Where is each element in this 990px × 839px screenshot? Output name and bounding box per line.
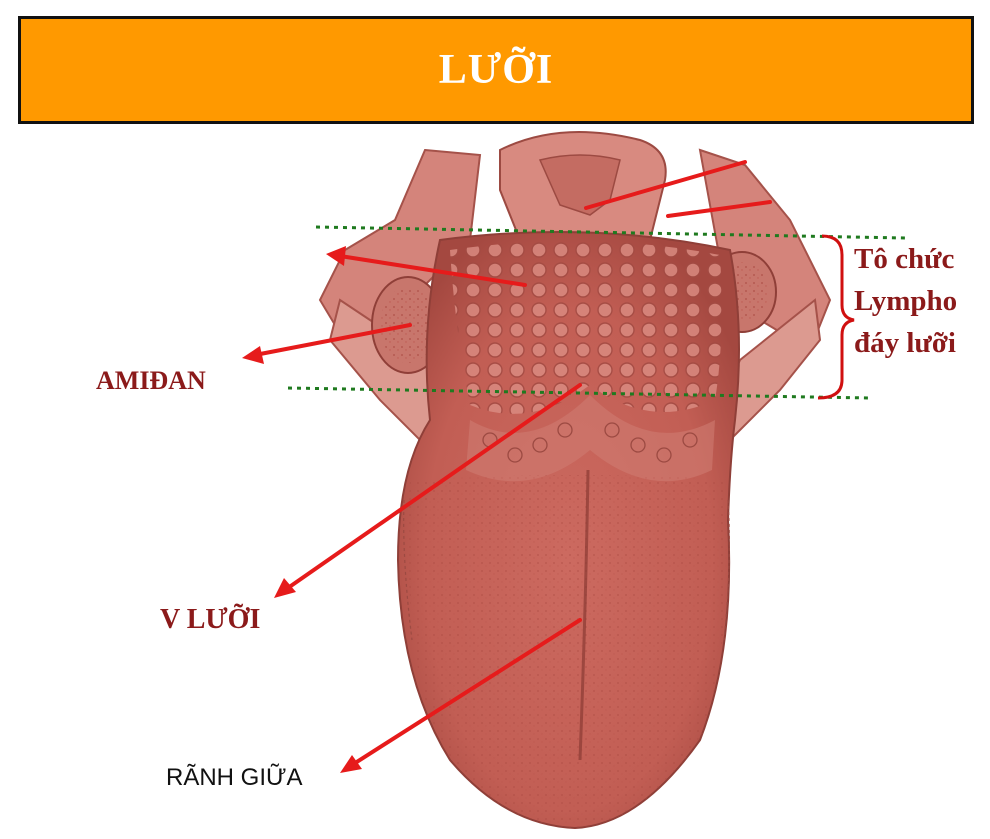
arrowhead-v-luoi [274, 578, 296, 598]
v-luoi-pointer [283, 383, 582, 592]
lymphoid-region-boundaries [287, 225, 906, 400]
amidan-pointer [253, 323, 412, 357]
label-amidan: AMIĐAN [96, 366, 206, 395]
vallecula-pointer-line [666, 200, 772, 218]
title-banner: LƯỠI [18, 16, 974, 124]
arrowhead-ranh-giua [340, 755, 362, 773]
arrowhead-lingual [326, 246, 346, 266]
label-lympho-group: Tô chức Lympho đáy lưỡi [854, 238, 957, 364]
label-ranh-giua: RÃNH GIỮA [166, 764, 303, 791]
page-title: LƯỠI [438, 47, 554, 93]
epiglottis [499, 131, 667, 252]
label-v-luoi: V LƯỠI [160, 604, 261, 635]
label-lympho-line2: Lympho [854, 285, 958, 317]
ranh-giua-pointer [350, 618, 582, 767]
lympho-bracket [817, 234, 855, 400]
tongue-body [396, 231, 740, 830]
arrowhead-amidan [242, 346, 264, 364]
arrowheads [242, 246, 362, 773]
lingual-tonsil-pointer [338, 254, 527, 287]
lower-boundary-line [287, 386, 871, 400]
label-lympho-line3: đáy lưỡi [854, 327, 956, 359]
epiglottis-pointer-line [584, 160, 747, 210]
label-lympho-line1: Tô chức [854, 243, 955, 275]
pointer-arrows [253, 160, 772, 767]
